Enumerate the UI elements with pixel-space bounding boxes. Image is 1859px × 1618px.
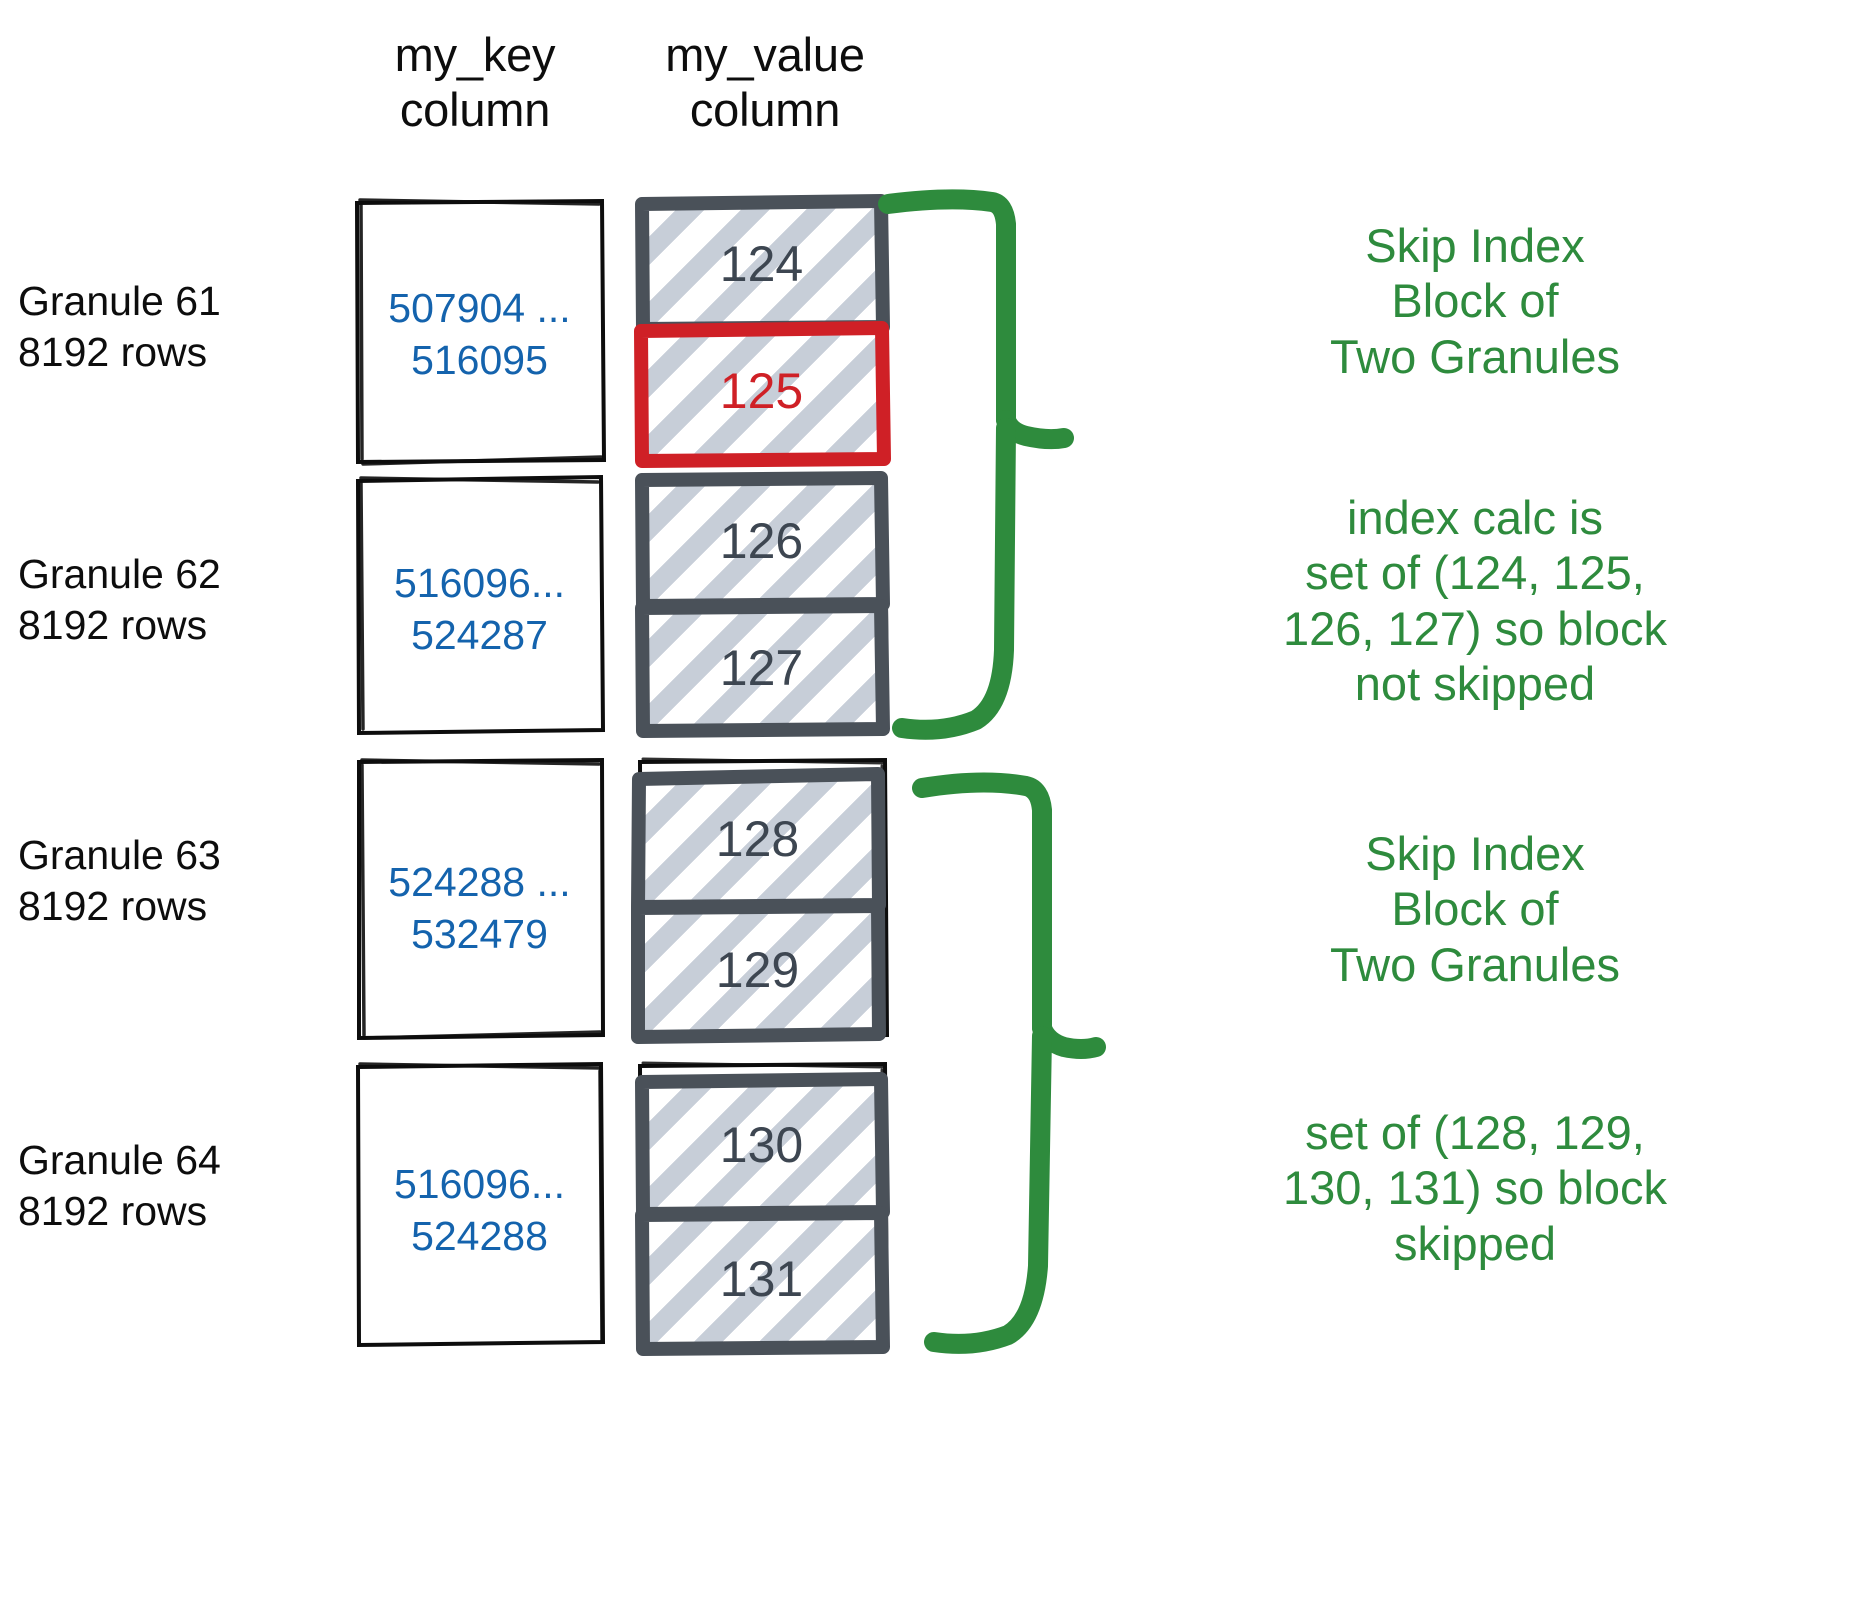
note-index-calc-not-skipped: index calc is set of (124, 125, 126, 127…	[1282, 491, 1668, 711]
key-box-granule-62: 516096... 524287	[355, 474, 606, 736]
sketch-rect-icon	[355, 1061, 606, 1348]
hatch-pattern	[640, 479, 883, 605]
granule-label-64: Granule 64 8192 rows	[18, 1137, 221, 1235]
note-skip-index-block-1: Skip Index Block of Two Granules	[1330, 219, 1620, 383]
value-label: 128	[715, 811, 800, 867]
value-cell-128: 128	[631, 767, 886, 914]
column-header-my-value: my_value column	[665, 28, 865, 136]
hatch-pattern	[640, 607, 883, 730]
key-range-granule-62: 516096... 524287	[394, 560, 565, 659]
value-cell-131: 131	[635, 1206, 890, 1356]
sketch-rect-icon	[635, 599, 890, 738]
hatch-pattern	[640, 1080, 883, 1213]
value-label-highlighted: 125	[719, 363, 804, 419]
value-label: 127	[719, 640, 804, 696]
hatch-pattern	[640, 330, 883, 460]
value-cell-129: 129	[631, 899, 886, 1044]
value-cell-124: 124	[635, 194, 890, 336]
column-header-my-key: my_key column	[394, 28, 556, 136]
hatch-pattern	[636, 908, 879, 1035]
sketch-rect-icon	[631, 899, 886, 1044]
granule-label-62: Granule 62 8192 rows	[18, 551, 221, 649]
brace-block-2	[912, 772, 1106, 1354]
value-cell-127: 127	[635, 599, 890, 738]
key-box-granule-64: 516096... 524288	[355, 1061, 606, 1348]
key-box-granule-63: 524288 ... 532479	[356, 757, 606, 1041]
sketch-rect-icon	[355, 474, 606, 736]
brace-block-1	[878, 189, 1074, 740]
hatch-pattern	[640, 202, 883, 328]
key-box-granule-61: 507904 ... 516095	[354, 198, 607, 466]
value-label: 126	[719, 513, 804, 569]
value-cell-130: 130	[635, 1072, 890, 1221]
granule-label-61: Granule 61 8192 rows	[18, 278, 221, 376]
value-label: 129	[715, 942, 800, 998]
hatch-pattern	[640, 1214, 883, 1348]
granule-label-63: Granule 63 8192 rows	[18, 832, 221, 930]
value-label: 131	[719, 1251, 804, 1307]
sketch-rect-icon	[354, 198, 607, 466]
note-skip-index-block-2: Skip Index Block of Two Granules	[1330, 827, 1620, 991]
key-range-granule-64: 516096... 524288	[394, 1161, 565, 1260]
value-cell-126: 126	[635, 471, 890, 613]
value-label: 124	[719, 236, 804, 292]
sketch-rect-icon	[357, 757, 606, 1041]
hatch-pattern	[636, 775, 879, 907]
sketch-rect-icon	[635, 1206, 890, 1356]
note-set-block-skipped: set of (128, 129, 130, 131) so block ski…	[1282, 1106, 1668, 1270]
key-range-granule-61: 507904 ... 516095	[388, 285, 571, 384]
sketch-rect-highlight-icon	[634, 321, 891, 468]
value-label: 130	[719, 1117, 804, 1173]
key-range-granule-63: 524288 ... 532479	[388, 859, 571, 958]
value-cell-125-highlighted: 125	[634, 321, 891, 468]
